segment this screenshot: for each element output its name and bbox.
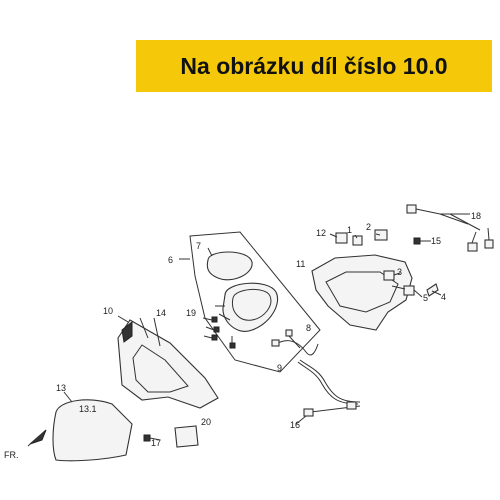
part-5 [403,285,415,296]
part-3 [383,270,395,281]
instrument-cluster [222,282,278,332]
label-15: 15 [431,236,441,246]
part-13-windscreen [52,399,133,462]
part-4 [426,283,439,297]
label-8: 8 [306,323,311,333]
part-20-label [174,425,199,448]
part-16-cable [295,401,361,425]
label-5: 5 [423,293,428,303]
part-number-banner: Na obrázku díl číslo 10.0 [136,40,492,92]
banner-text: Na obrázku díl číslo 10.0 [180,52,448,79]
part-18-bulbs [406,204,494,252]
label-3: 3 [397,267,402,277]
label-16: 16 [290,420,300,430]
front-direction-arrow [27,429,47,447]
label-10: 10 [103,306,113,316]
part-8-harness [275,340,319,356]
part-7-meter-lens [206,251,253,281]
label-7: 7 [196,241,201,251]
label-13: 13 [56,383,66,393]
part-9-cable [297,361,359,405]
parts-sockets [329,229,388,246]
label-19: 19 [186,308,196,318]
label-6: 6 [168,255,173,265]
label-12: 12 [316,228,326,238]
label-20: 20 [201,417,211,427]
part-15-screw [413,237,431,245]
label-9: 9 [277,363,282,373]
part-19-screws [202,316,220,341]
part-6-bracket-box [189,231,321,373]
label-14: 14 [156,308,166,318]
label-18: 18 [471,211,481,221]
label-11: 11 [296,259,305,269]
label-1: 1 [347,225,352,235]
label-4: 4 [441,292,446,302]
label-17: 17 [151,438,161,448]
label-2: 2 [366,222,371,232]
label-13-1: 13.1 [79,404,97,414]
label-front: FR. [4,450,19,460]
